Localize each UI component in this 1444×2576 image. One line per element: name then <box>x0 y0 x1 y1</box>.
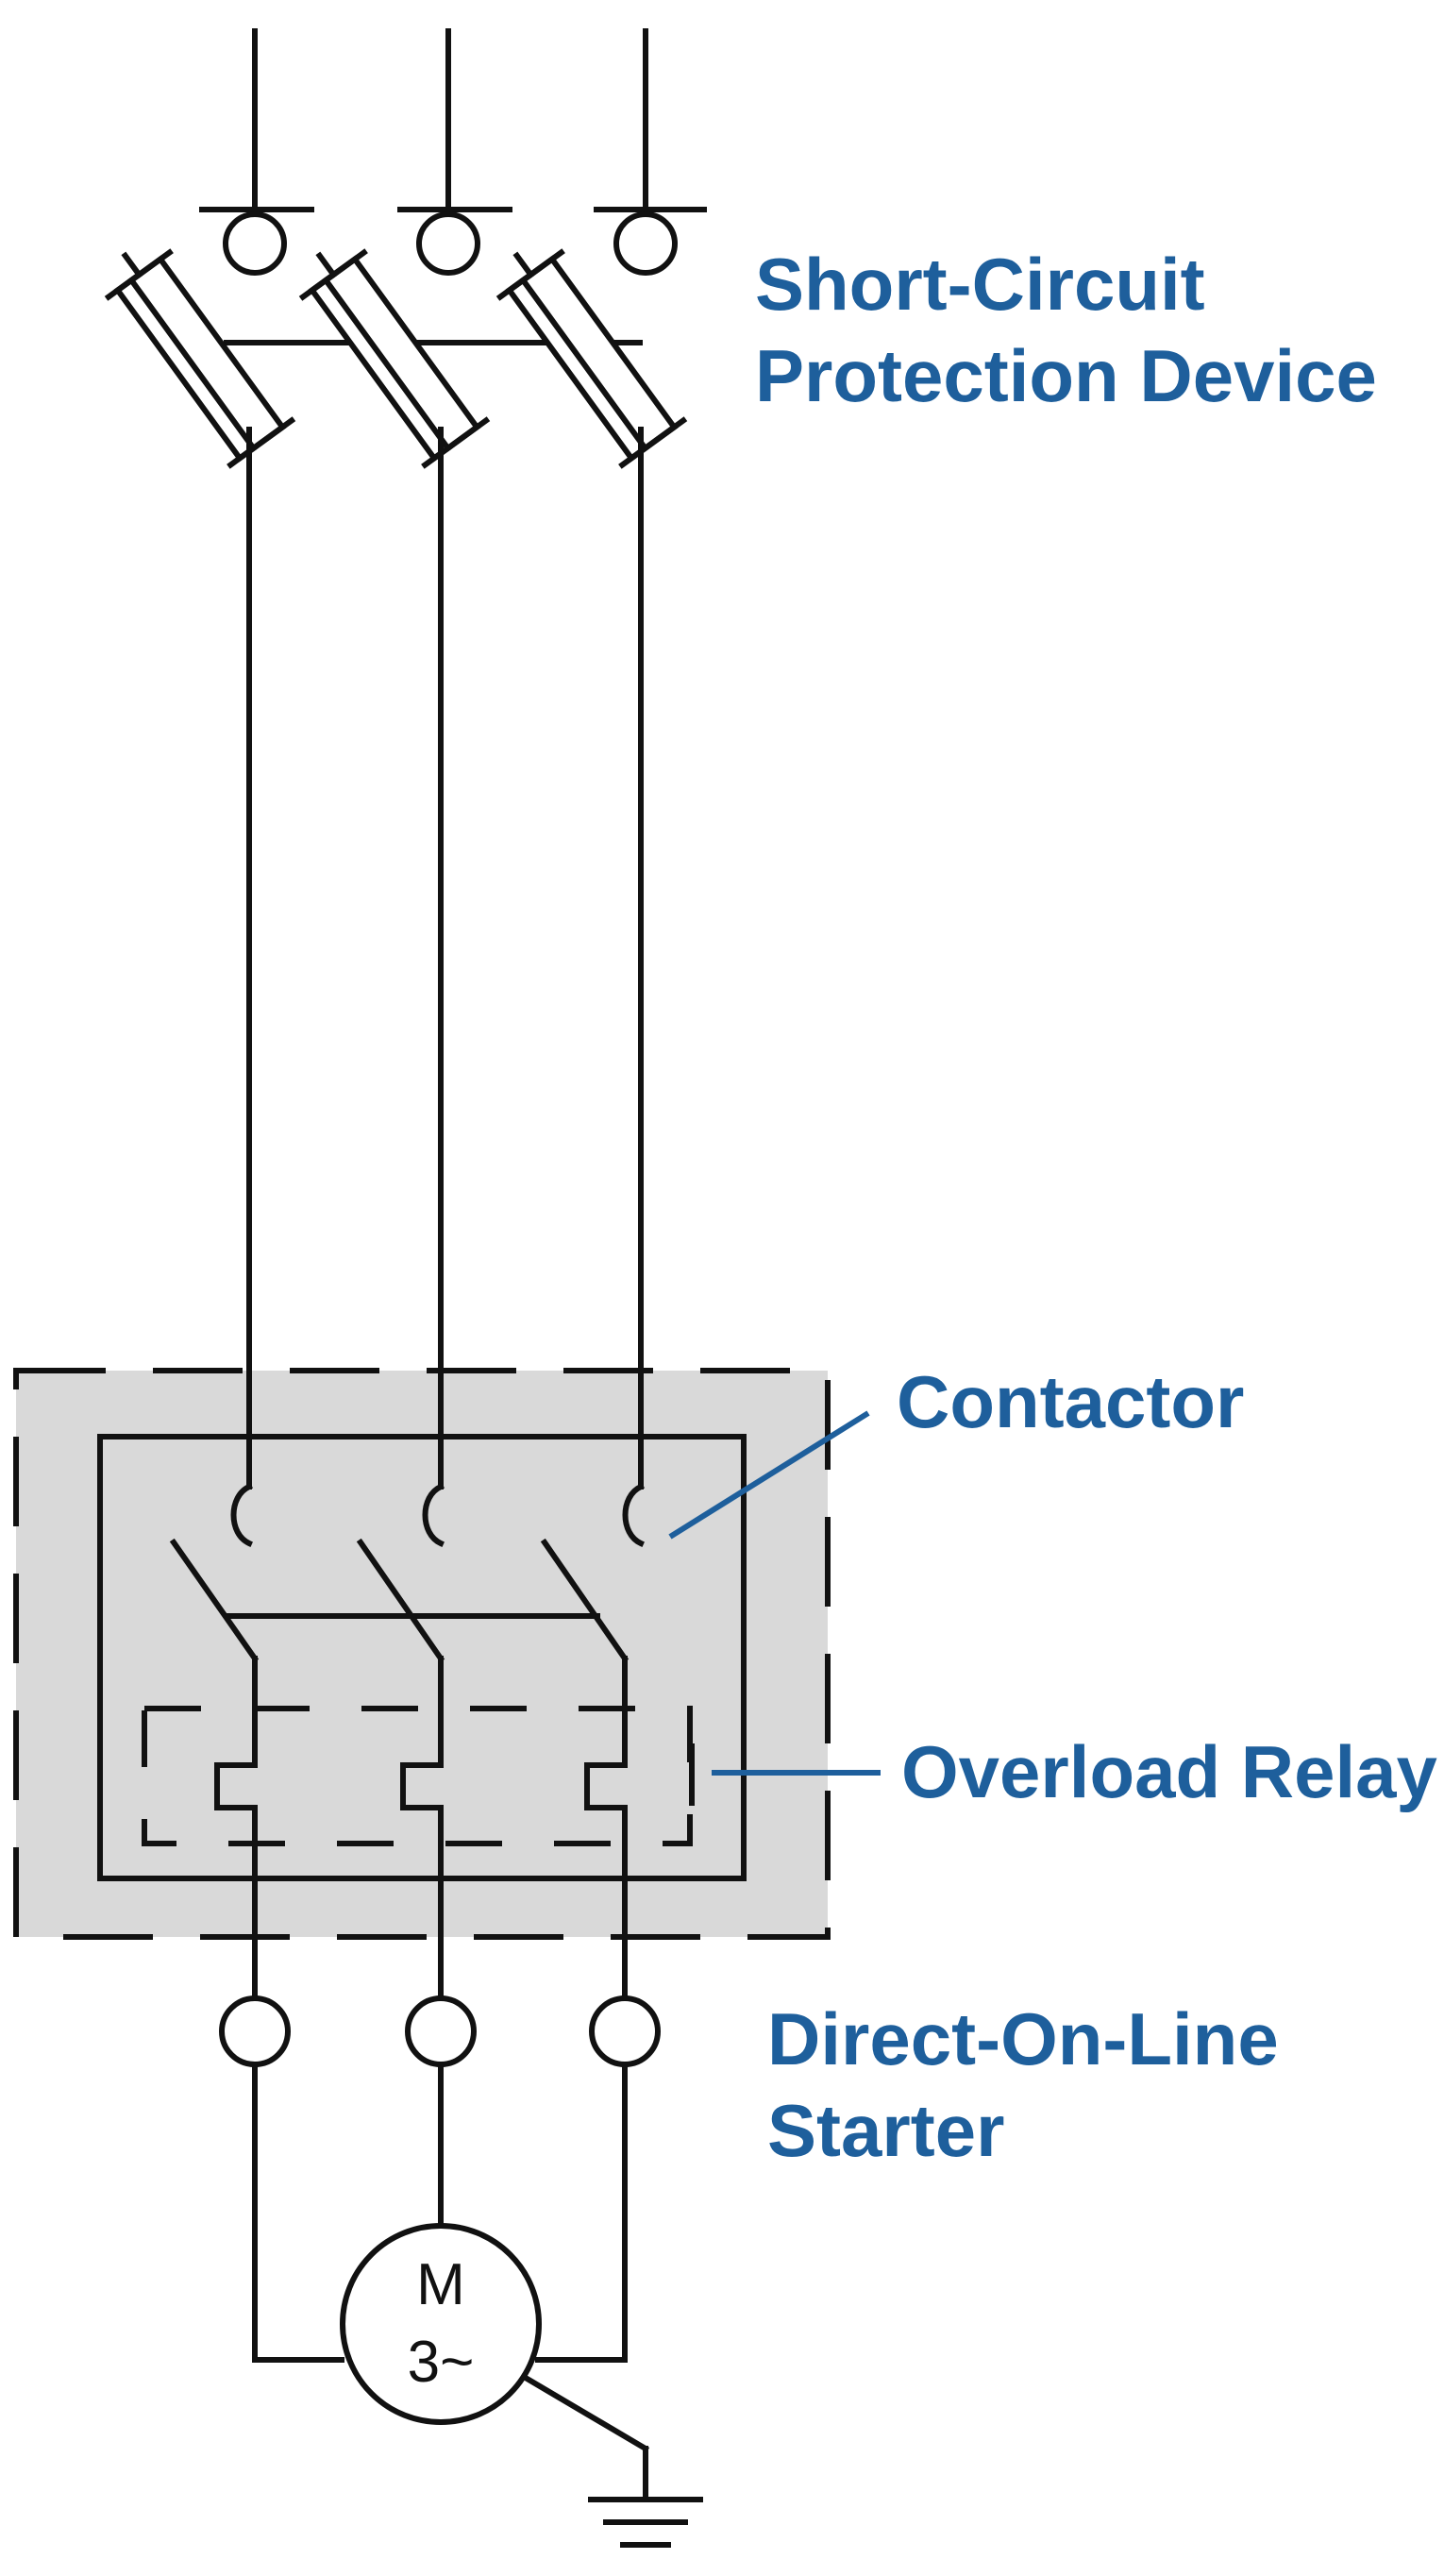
contactor-label: Contactor <box>897 1360 1244 1443</box>
motor-symbol-label: M <box>416 2252 465 2317</box>
contactor-contacts <box>169 1368 645 1768</box>
motor-symbol: M 3~ <box>340 2223 542 2425</box>
dol-label-line1: Direct-On-Line <box>767 1997 1279 2080</box>
motor-phase-label: 3~ <box>408 2330 475 2395</box>
supply-lines <box>252 28 648 212</box>
ground-icon <box>519 2372 703 2548</box>
scpd-label-line1: Short-Circuit <box>755 243 1205 326</box>
overload-relay <box>142 1706 695 1940</box>
contactor-box <box>97 1434 747 1881</box>
feeder-conductors <box>246 427 644 1491</box>
fuse-2 <box>298 248 491 469</box>
isolator-contacts <box>199 207 707 345</box>
fuse-3 <box>495 248 688 469</box>
starter-enclosure <box>13 1368 831 1940</box>
dol-label-line2: Starter <box>767 2089 1004 2172</box>
fuse-1 <box>104 248 296 469</box>
scpd-label-line2: Protection Device <box>755 334 1377 417</box>
fuse-symbols <box>104 248 688 469</box>
overload-relay-label: Overload Relay <box>901 1730 1437 1813</box>
output-conductors <box>219 1934 661 2363</box>
leader-lines <box>668 1410 881 1776</box>
